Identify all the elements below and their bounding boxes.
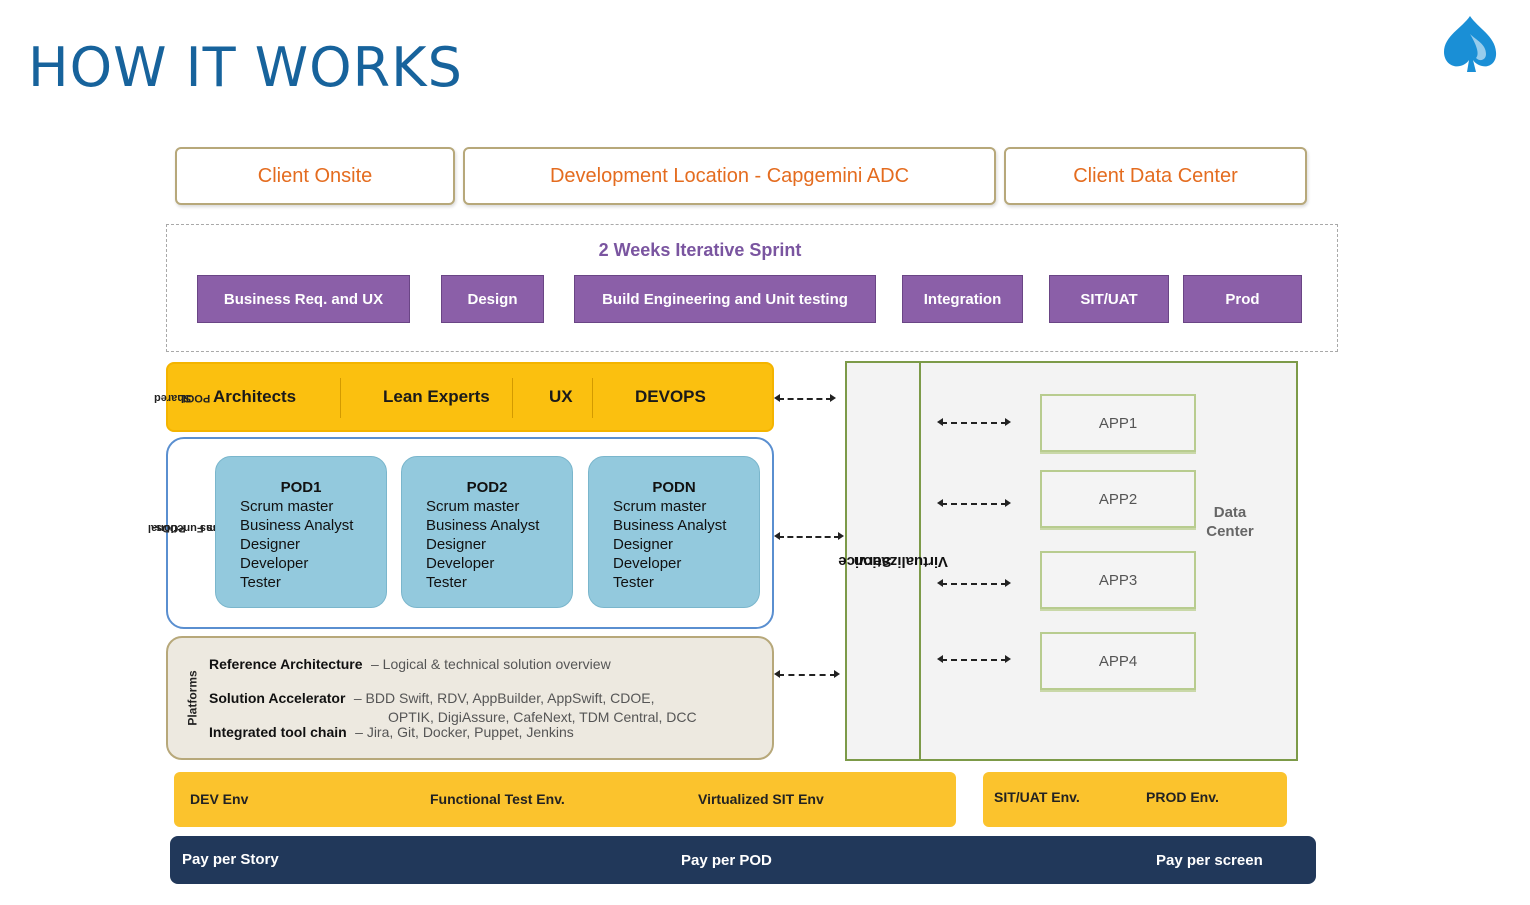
sprint-title: 2 Weeks Iterative Sprint [598,240,802,260]
shared-pool [166,362,774,432]
bidirectional-arrow-icon [774,670,840,678]
platform-row-continuation: OPTIK, DigiAssure, CafeNext, TDM Central… [388,709,697,725]
platform-row: Integrated tool chain – Jira, Git, Docke… [209,724,574,740]
pods-label: PODs-Cross FunctionalTeams [148,522,238,534]
bidirectional-arrow-icon [937,655,1011,663]
environment-bar-dev [174,772,956,827]
env-sit-uat: SIT/UAT Env. [994,789,1080,805]
location-client-onsite: Client Onsite [175,147,455,205]
shared-lean-experts: Lean Experts [383,387,490,406]
bidirectional-arrow-icon [937,579,1011,587]
pod-name: POD2 [466,479,508,496]
phase-sit-uat: SIT/UAT [1049,275,1169,323]
pay-per-screen: Pay per screen [1156,852,1263,869]
platform-row: Solution Accelerator – BDD Swift, RDV, A… [209,690,655,706]
location-development: Development Location - Capgemini ADC [463,147,996,205]
pay-per-story: Pay per Story [182,851,279,868]
env-virtualized-sit: Virtualized SIT Env [698,791,824,807]
phase-business-req: Business Req. and UX [197,275,410,323]
environment-bar-prod [983,772,1287,827]
sprint-area [166,224,1338,352]
phase-prod: Prod [1183,275,1302,323]
payment-bar [170,836,1316,884]
app-box: APP4 [1040,632,1196,690]
app-box: APP1 [1040,394,1196,452]
page-title: HOW IT WORKS [28,36,463,99]
env-functional-test: Functional Test Env. [430,791,565,807]
bidirectional-arrow-icon [774,394,836,402]
platforms-container [166,636,774,760]
bidirectional-arrow-icon [937,499,1011,507]
phase-design: Design [441,275,544,323]
shared-ux: UX [549,387,573,406]
pod-name: PODN [652,479,696,496]
bidirectional-arrow-icon [937,418,1011,426]
shared-divider [512,378,513,418]
service-virtualization-panel [845,361,921,761]
bidirectional-arrow-icon [774,532,844,540]
phase-build: Build Engineering and Unit testing [574,275,876,323]
pay-per-pod: Pay per POD [681,852,772,869]
shared-architects: Architects [213,387,297,406]
shared-divider [340,378,341,418]
app-box: APP2 [1040,470,1196,528]
platforms-label: Platforms [186,670,201,726]
spade-logo-icon [1440,14,1500,74]
shared-divider [592,378,593,418]
app-box: APP3 [1040,551,1196,609]
location-client-data-center: Client Data Center [1004,147,1307,205]
env-prod: PROD Env. [1146,789,1219,805]
shared-devops: DEVOPS [635,387,706,406]
phase-integration: Integration [902,275,1023,323]
env-dev: DEV Env [190,791,249,807]
platform-row: Reference Architecture – Logical & techn… [209,656,611,672]
pod-name: POD1 [280,479,322,496]
